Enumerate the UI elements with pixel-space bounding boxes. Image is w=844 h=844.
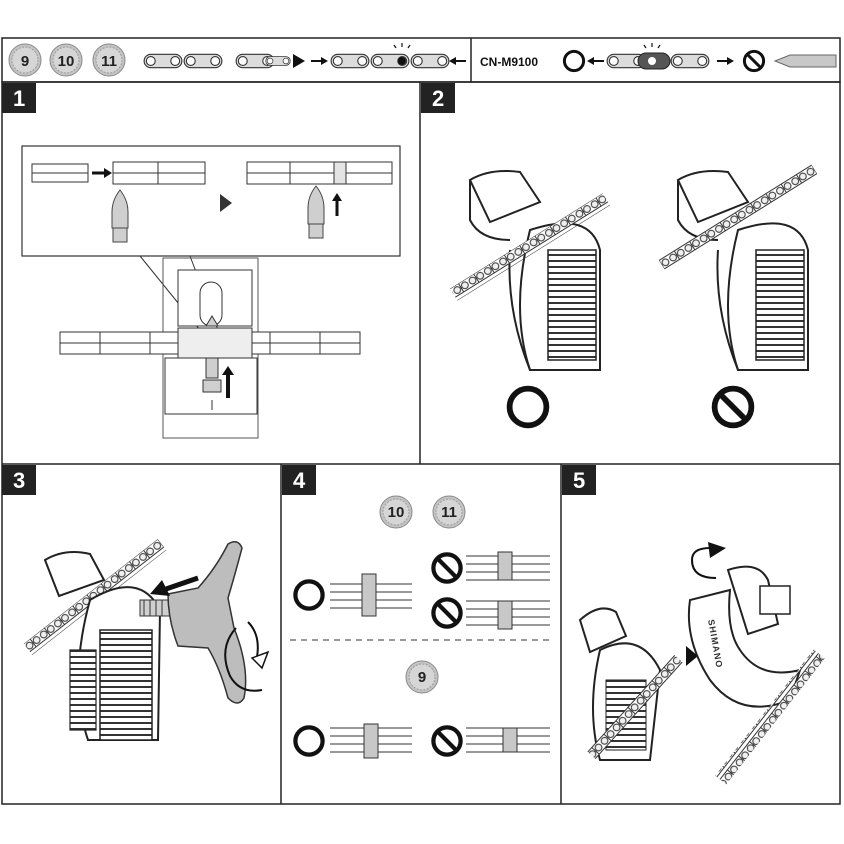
- model-label: CN-M9100: [480, 55, 538, 69]
- svg-text:9: 9: [418, 669, 426, 686]
- arrow-left-icon: [165, 575, 199, 592]
- ok-circle-icon: [295, 727, 322, 754]
- svg-text:9: 9: [21, 53, 29, 70]
- svg-text:5: 5: [573, 468, 585, 493]
- prohibited-icon: [433, 554, 460, 581]
- speed-medal-9: 9: [405, 660, 439, 694]
- svg-text:1: 1: [13, 86, 25, 111]
- t-handle-tool: [167, 541, 247, 704]
- rotation-arrow-icon: [224, 627, 263, 692]
- step-label-5: 5: [562, 465, 596, 495]
- ok-circle-icon: [510, 389, 547, 426]
- panel-3-illustration: [23, 539, 270, 741]
- arrow-left-icon: [449, 57, 466, 65]
- inset-chain-joined: [246, 161, 393, 239]
- header-bar: 9 10 11: [1, 37, 841, 83]
- svg-text:10: 10: [388, 504, 405, 521]
- svg-text:4: 4: [293, 468, 306, 493]
- inset-chain-open: [31, 161, 206, 243]
- header-chain-left: [143, 53, 291, 69]
- arrow-right-icon: [293, 54, 305, 68]
- svg-text:10: 10: [58, 53, 75, 70]
- ok-circle-icon: [295, 581, 322, 608]
- panel-4-content: 10 11: [290, 495, 552, 759]
- speed-medal-10: 10: [49, 43, 83, 77]
- arrow-left-icon: [587, 57, 604, 65]
- header-chain-joined: [330, 43, 450, 69]
- pin-diagram-9-no: [466, 727, 550, 753]
- svg-text:3: 3: [13, 468, 25, 493]
- step-label-2: 2: [421, 83, 455, 113]
- arrow-right-icon: [311, 57, 328, 65]
- speed-medal-9: 9: [8, 43, 42, 77]
- pin-diagram-no-1: [466, 551, 550, 581]
- speed-medal-11: 11: [92, 43, 126, 77]
- svg-text:11: 11: [101, 53, 117, 70]
- svg-text:11: 11: [441, 504, 457, 521]
- pin-icon: [773, 54, 837, 68]
- step-label-4: 4: [282, 465, 316, 495]
- prohibited-icon: [433, 599, 460, 626]
- panel-1-illustration: [21, 145, 401, 439]
- speed-medal-11: 11: [432, 495, 466, 529]
- step-label-3: 3: [2, 465, 36, 495]
- arrow-right-icon: [220, 194, 232, 212]
- panel-2-right-illustration: [657, 163, 819, 371]
- svg-text:2: 2: [432, 86, 444, 111]
- speed-medal-10: 10: [379, 495, 413, 529]
- panel-frames: [1, 81, 841, 805]
- pin-diagram-9-ok: [330, 723, 412, 759]
- pin-diagram-no-2: [466, 600, 550, 630]
- header-chain-pin: [606, 43, 710, 70]
- prohibited-icon: [433, 727, 460, 754]
- arrow-right-icon: [717, 57, 734, 65]
- panel-2-left-illustration: [449, 170, 611, 371]
- panel-5-illustration: SHIMANO: [578, 542, 825, 785]
- prohibited-icon: [715, 389, 752, 426]
- arrow-right-icon: [686, 646, 698, 666]
- rotation-arrow-icon: [690, 547, 717, 579]
- pin-diagram-ok: [330, 573, 412, 617]
- step-label-1: 1: [2, 83, 36, 113]
